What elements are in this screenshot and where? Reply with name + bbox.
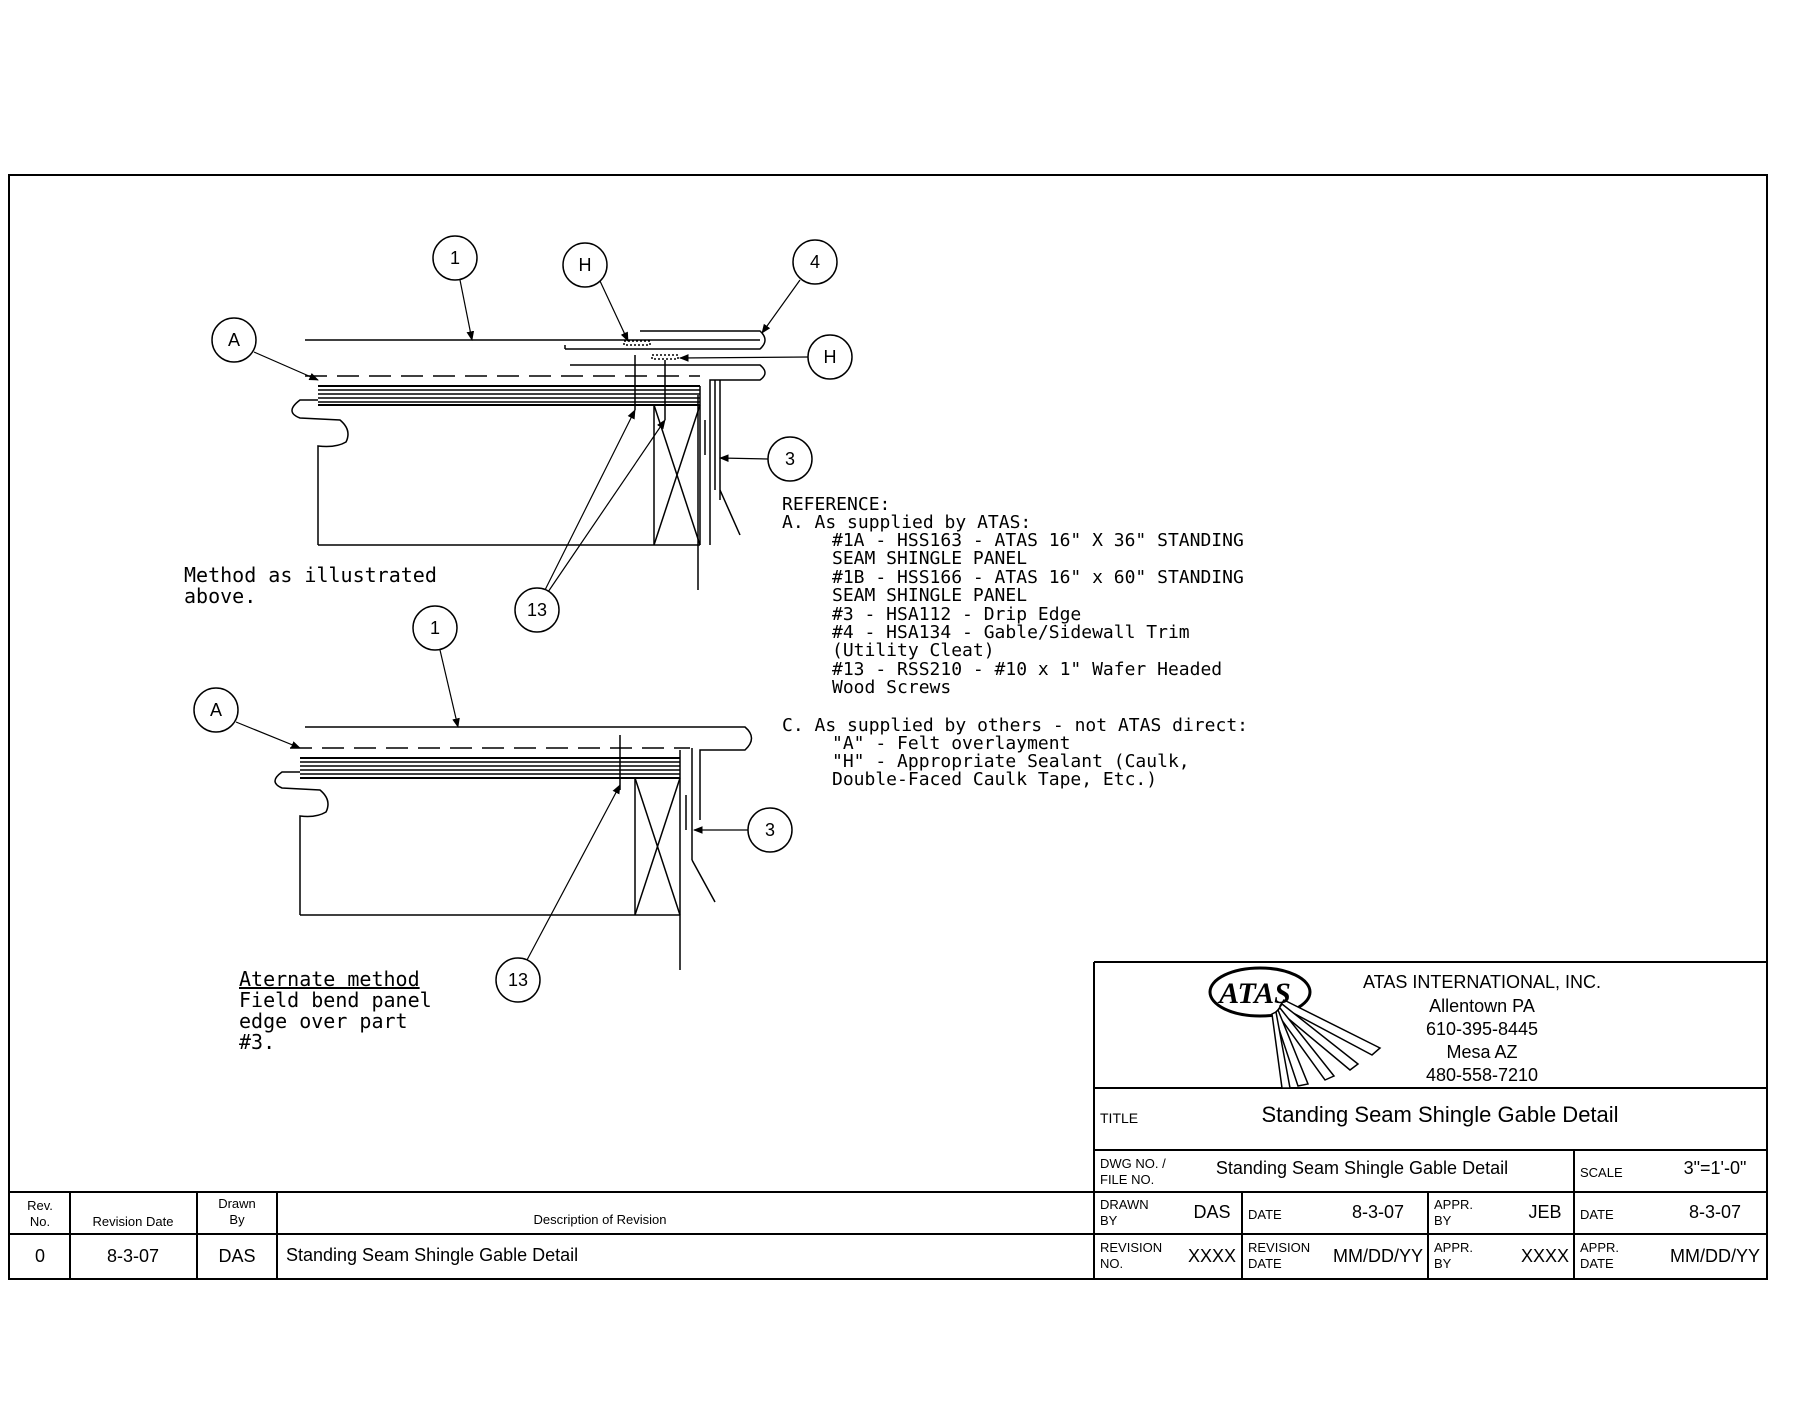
callout-1-bottom xyxy=(412,605,458,651)
callout-4-label: 4 xyxy=(810,252,820,272)
rev-no-header: Rev. xyxy=(27,1198,53,1213)
appr-by-label-2: BY xyxy=(1434,1213,1452,1228)
callout-3-bottom-label: 3 xyxy=(765,820,775,840)
drawn-by-label: DRAWN xyxy=(1100,1197,1149,1212)
reference-c-item: "A" - Felt overlayment xyxy=(832,733,1070,754)
alt-method-line2: edge over part xyxy=(239,1009,408,1033)
reference-a-item: #4 - HSA134 - Gable/Sidewall Trim xyxy=(832,622,1190,643)
appr2-value: XXXX xyxy=(1521,1246,1569,1266)
top-bubbles xyxy=(211,235,853,633)
company-phone1: 610-395-8445 xyxy=(1426,1019,1538,1039)
callout-1-top xyxy=(432,235,478,281)
company-city2: Mesa AZ xyxy=(1446,1042,1517,1062)
alt-method-line3: #3. xyxy=(239,1030,275,1054)
revision-no-label: REVISION xyxy=(1100,1240,1162,1255)
drawn-by-value: DAS xyxy=(1193,1202,1230,1222)
appr-date-value: 8-3-07 xyxy=(1689,1202,1741,1222)
reference-a-item: #13 - RSS210 - #10 x 1" Wafer Headed xyxy=(832,659,1222,680)
row-rev-no: 0 xyxy=(35,1246,45,1266)
reference-heading: REFERENCE: xyxy=(782,494,890,515)
row-drawn-by: DAS xyxy=(218,1246,255,1266)
drawn-header-2: By xyxy=(229,1212,245,1227)
bottom-bubbles xyxy=(193,605,793,1003)
appr2-date-label-2: DATE xyxy=(1580,1256,1614,1271)
title-label: TITLE xyxy=(1100,1110,1138,1126)
bottom-detail xyxy=(274,726,753,970)
revision-date-value: MM/DD/YY xyxy=(1333,1246,1423,1266)
appr2-label-2: BY xyxy=(1434,1256,1452,1271)
reference-a-item: SEAM SHINGLE PANEL xyxy=(832,548,1027,569)
reference-a-heading: A. As supplied by ATAS: xyxy=(782,512,1031,533)
reference-c-item: Double-Faced Caulk Tape, Etc.) xyxy=(832,769,1157,790)
rev-no-header-2: No. xyxy=(30,1214,50,1229)
callout-13-top xyxy=(514,587,560,633)
appr-date-label: DATE xyxy=(1580,1207,1614,1222)
date-value: 8-3-07 xyxy=(1352,1202,1404,1222)
reference-a-item: #1B - HSS166 - ATAS 16" x 60" STANDING xyxy=(832,567,1244,588)
scale-label: SCALE xyxy=(1580,1165,1623,1180)
appr-by-value: JEB xyxy=(1528,1202,1561,1222)
bottom-leaders xyxy=(235,649,748,961)
callout-h-right-label: H xyxy=(824,347,837,367)
reference-c-heading: C. As supplied by others - not ATAS dire… xyxy=(782,715,1248,736)
callout-4 xyxy=(792,239,838,285)
callout-1-top-label: 1 xyxy=(450,248,460,268)
appr2-date-label: APPR. xyxy=(1580,1240,1619,1255)
method-note-line1: Method as illustrated xyxy=(184,563,437,587)
company-phone2: 480-558-7210 xyxy=(1426,1065,1538,1085)
callout-3-top-label: 3 xyxy=(785,449,795,469)
callout-a-top xyxy=(211,317,257,363)
row-description: Standing Seam Shingle Gable Detail xyxy=(286,1245,578,1265)
callout-h-top xyxy=(562,242,608,288)
file-no-label: FILE NO. xyxy=(1100,1172,1154,1187)
callout-3-top xyxy=(767,436,813,482)
drawing-title: Standing Seam Shingle Gable Detail xyxy=(1261,1102,1618,1127)
dwg-no-label: DWG NO. / xyxy=(1100,1156,1166,1171)
callout-h-top-label: H xyxy=(579,255,592,275)
reference-a-item: SEAM SHINGLE PANEL xyxy=(832,585,1027,606)
revision-no-label-2: NO. xyxy=(1100,1256,1123,1271)
atas-logo-text: ATAS xyxy=(1217,977,1291,1010)
revision-no-value: XXXX xyxy=(1188,1246,1236,1266)
method-note-line2: above. xyxy=(184,584,256,608)
company-name: ATAS INTERNATIONAL, INC. xyxy=(1363,972,1601,992)
atas-logo: ATAS xyxy=(1208,966,1382,1089)
row-date: 8-3-07 xyxy=(107,1246,159,1266)
date-label: DATE xyxy=(1248,1207,1282,1222)
callout-a-bottom-label: A xyxy=(210,700,222,720)
callout-13-top-label: 13 xyxy=(527,600,547,620)
rev-date-header: Revision Date xyxy=(93,1214,174,1229)
alt-method-line1: Field bend panel xyxy=(239,988,432,1012)
reference-notes: REFERENCE: A. As supplied by ATAS: #1A -… xyxy=(782,494,1248,790)
callout-h-right xyxy=(807,334,853,380)
sheet-border xyxy=(8,174,1768,1280)
callout-a-top-label: A xyxy=(228,330,240,350)
company-city1: Allentown PA xyxy=(1429,996,1535,1016)
dwg-no-value: Standing Seam Shingle Gable Detail xyxy=(1216,1158,1508,1178)
callout-13-bottom xyxy=(495,957,541,1003)
reference-a-item: #1A - HSS163 - ATAS 16" X 36" STANDING xyxy=(832,530,1244,551)
drawn-header: Drawn xyxy=(218,1196,256,1211)
appr2-date-value: MM/DD/YY xyxy=(1670,1246,1760,1266)
top-leaders xyxy=(253,279,809,593)
title-block xyxy=(9,961,1767,1279)
revision-date-label: REVISION xyxy=(1248,1240,1310,1255)
callout-13-bottom-label: 13 xyxy=(508,970,528,990)
description-header: Description of Revision xyxy=(534,1212,667,1227)
callout-a-bottom xyxy=(193,687,239,733)
revision-date-label-2: DATE xyxy=(1248,1256,1282,1271)
reference-a-item: #3 - HSA112 - Drip Edge xyxy=(832,604,1081,625)
alt-method-heading: Aternate method xyxy=(239,967,420,991)
reference-a-item: (Utility Cleat) xyxy=(832,640,995,661)
scale-value: 3"=1'-0" xyxy=(1684,1158,1747,1178)
callout-3-bottom xyxy=(747,807,793,853)
reference-a-item: Wood Screws xyxy=(832,677,951,698)
appr-by-label: APPR. xyxy=(1434,1197,1473,1212)
drawn-by-label-2: BY xyxy=(1100,1213,1118,1228)
reference-c-item: "H" - Appropriate Sealant (Caulk, xyxy=(832,751,1190,772)
callout-1-bottom-label: 1 xyxy=(430,618,440,638)
appr2-label: APPR. xyxy=(1434,1240,1473,1255)
top-detail xyxy=(291,330,766,590)
